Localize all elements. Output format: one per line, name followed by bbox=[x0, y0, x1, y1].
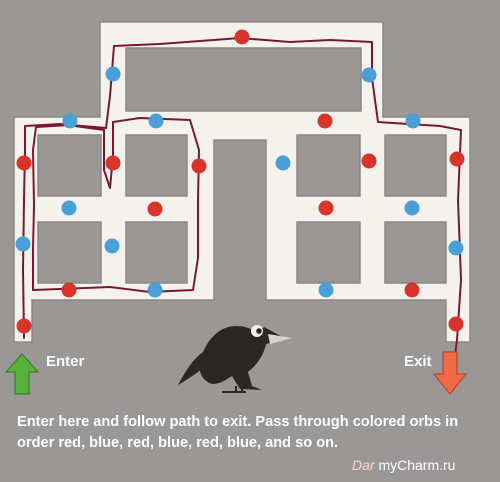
orb-red bbox=[105, 155, 121, 171]
solution-path bbox=[22, 37, 462, 356]
orb-blue bbox=[405, 113, 421, 129]
orb-blue bbox=[361, 67, 377, 83]
orb-red bbox=[449, 151, 465, 167]
instructions-text: Enter here and follow path to exit. Pass… bbox=[17, 414, 459, 451]
orb-blue bbox=[404, 200, 420, 216]
orb-red bbox=[318, 200, 334, 216]
orb-blue bbox=[61, 200, 77, 216]
orb-blue bbox=[15, 236, 31, 252]
exit-arrow-icon bbox=[432, 351, 468, 395]
orb-red bbox=[16, 155, 32, 171]
orb-red bbox=[317, 113, 333, 129]
orb-red bbox=[404, 282, 420, 298]
orb-red bbox=[191, 158, 207, 174]
orb-red bbox=[234, 29, 250, 45]
crow-icon bbox=[178, 325, 292, 393]
maze-corridors bbox=[13, 21, 471, 343]
watermark-part2: myCharm.ru bbox=[378, 457, 456, 473]
exit-label: Exit bbox=[404, 353, 432, 370]
orb-blue bbox=[62, 113, 78, 129]
enter-arrow-icon bbox=[4, 353, 40, 395]
orb-red bbox=[61, 282, 77, 298]
enter-label: Enter bbox=[46, 353, 85, 370]
orb-blue bbox=[318, 282, 334, 298]
orb-red bbox=[16, 318, 32, 334]
orb-blue bbox=[448, 240, 464, 256]
orb-blue bbox=[105, 66, 121, 82]
orb-red bbox=[361, 153, 377, 169]
orb-red bbox=[147, 201, 163, 217]
watermark: Dar myCharm.ru bbox=[352, 457, 455, 473]
watermark-part1: Dar bbox=[352, 457, 375, 473]
orb-red bbox=[448, 316, 464, 332]
orbs bbox=[15, 29, 465, 334]
orb-blue bbox=[104, 238, 120, 254]
orb-blue bbox=[275, 155, 291, 171]
orb-blue bbox=[148, 113, 164, 129]
orb-blue bbox=[147, 282, 163, 298]
